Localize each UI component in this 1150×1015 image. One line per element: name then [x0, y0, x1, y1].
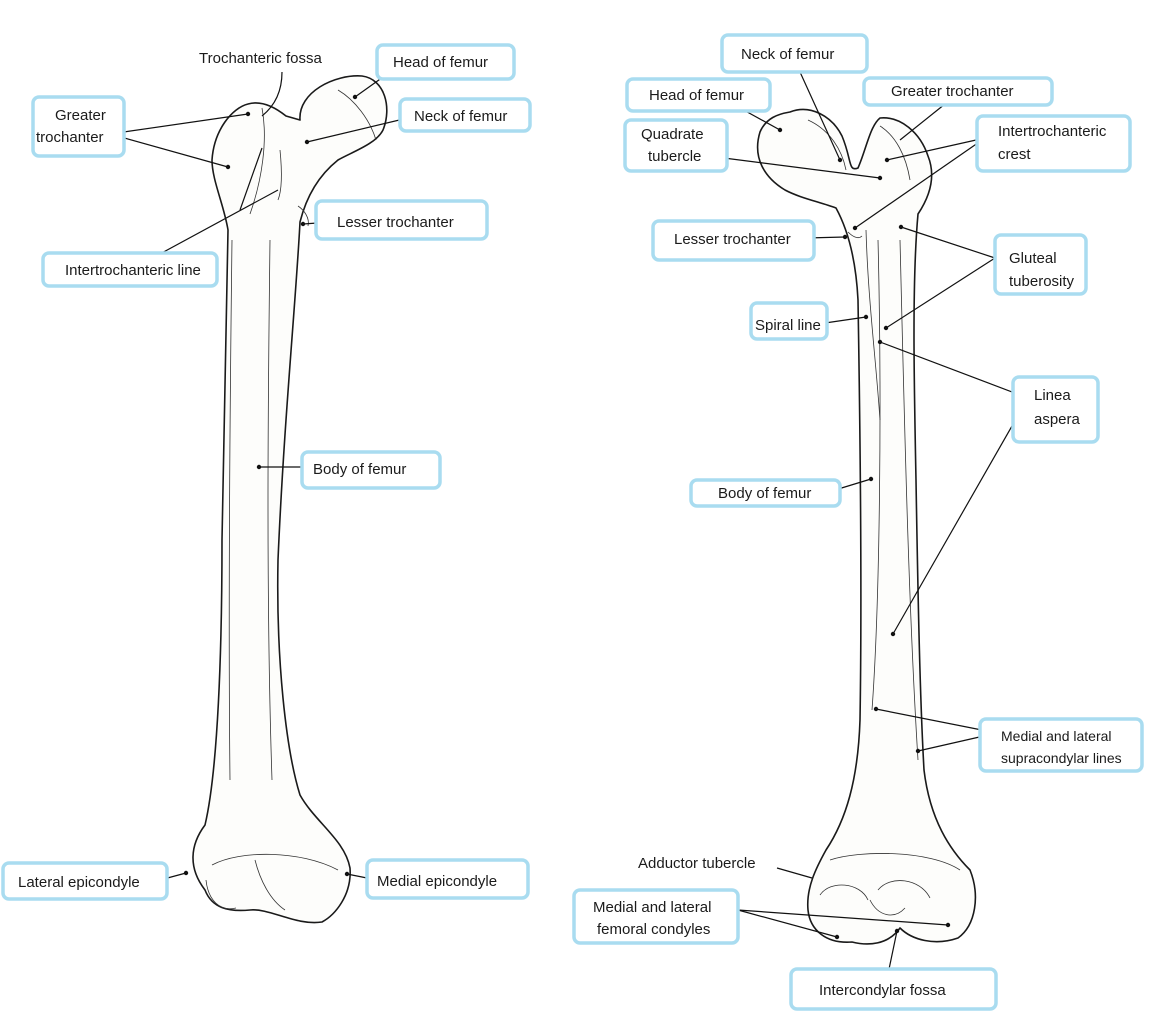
- label-posterior-greater-trochanter: Greater trochanter: [891, 83, 1014, 100]
- posterior-leaders: [715, 71, 1029, 975]
- box-posterior-body-of-femur: [689, 478, 842, 508]
- label-quadrate-tubercle-2: tubercle: [648, 148, 701, 165]
- anterior-labels: Trochanteric fossa Head of femur Greater…: [1, 43, 532, 901]
- label-lesser-trochanter: Lesser trochanter: [337, 214, 454, 231]
- box-quadrate-tubercle: [623, 118, 729, 173]
- label-intertrochanteric-crest-1: Intertrochanteric: [998, 123, 1107, 140]
- label-trochanteric-fossa: Trochanteric fossa: [199, 50, 322, 67]
- label-intercondylar-fossa: Intercondylar fossa: [819, 982, 946, 999]
- label-greater-trochanter-1: Greater: [55, 107, 106, 124]
- label-quadrate-tubercle-1: Quadrate: [641, 126, 704, 143]
- box-intertrochanteric-crest: [975, 114, 1132, 173]
- posterior-labels: Neck of femur Head of femur Greater troc…: [572, 33, 1144, 1011]
- label-spiral-line: Spiral line: [755, 317, 821, 334]
- box-supracondylar-lines: [978, 717, 1144, 773]
- label-intertrochanteric-crest-2: crest: [998, 146, 1031, 163]
- box-neck-of-femur: [398, 97, 532, 133]
- box-posterior-head-of-femur: [625, 77, 772, 113]
- box-body-of-femur: [300, 450, 442, 490]
- box-lateral-epicondyle: [1, 861, 169, 901]
- label-head-of-femur: Head of femur: [393, 54, 488, 71]
- box-lesser-trochanter: [314, 199, 489, 241]
- box-intercondylar-fossa: [789, 967, 998, 1011]
- box-medial-epicondyle: [365, 858, 530, 900]
- label-posterior-body-of-femur: Body of femur: [718, 485, 811, 502]
- anterior-leaders: [109, 71, 413, 881]
- label-adductor-tubercle: Adductor tubercle: [638, 855, 756, 872]
- posterior-femur-outline: [756, 108, 977, 945]
- box-gluteal-tuberosity: [993, 233, 1088, 296]
- box-femoral-condyles: [572, 888, 740, 945]
- label-linea-aspera-2: aspera: [1034, 411, 1081, 428]
- box-spiral-line: [749, 301, 829, 341]
- label-linea-aspera-1: Linea: [1034, 387, 1071, 404]
- label-medial-epicondyle: Medial epicondyle: [377, 873, 497, 890]
- label-body-of-femur: Body of femur: [313, 461, 406, 478]
- label-femoral-condyles-1: Medial and lateral: [593, 899, 711, 916]
- box-head-of-femur: [375, 43, 516, 81]
- label-intertrochanteric-line: Intertrochanteric line: [65, 262, 201, 279]
- label-supracondylar-lines-2: supracondylar lines: [1001, 750, 1122, 766]
- label-posterior-lesser-trochanter: Lesser trochanter: [674, 231, 791, 248]
- label-neck-of-femur: Neck of femur: [414, 108, 507, 125]
- anterior-femur: [192, 75, 388, 924]
- label-gluteal-tuberosity-2: tuberosity: [1009, 273, 1075, 290]
- label-gluteal-tuberosity-1: Gluteal: [1009, 250, 1057, 267]
- box-posterior-neck-of-femur: [720, 33, 869, 74]
- box-posterior-greater-trochanter: [862, 76, 1054, 107]
- box-posterior-lesser-trochanter: [651, 219, 816, 262]
- label-supracondylar-lines-1: Medial and lateral: [1001, 728, 1112, 744]
- label-greater-trochanter-2: trochanter: [36, 129, 104, 146]
- box-greater-trochanter: [31, 95, 126, 158]
- box-linea-aspera: [1011, 375, 1100, 444]
- label-posterior-head-of-femur: Head of femur: [649, 87, 744, 104]
- anterior-femur-outline: [192, 75, 388, 924]
- label-femoral-condyles-2: femoral condyles: [597, 921, 710, 938]
- posterior-femur: [756, 108, 977, 945]
- box-intertrochanteric-line: [41, 251, 219, 288]
- label-lateral-epicondyle: Lateral epicondyle: [18, 874, 140, 891]
- label-posterior-neck-of-femur: Neck of femur: [741, 46, 834, 63]
